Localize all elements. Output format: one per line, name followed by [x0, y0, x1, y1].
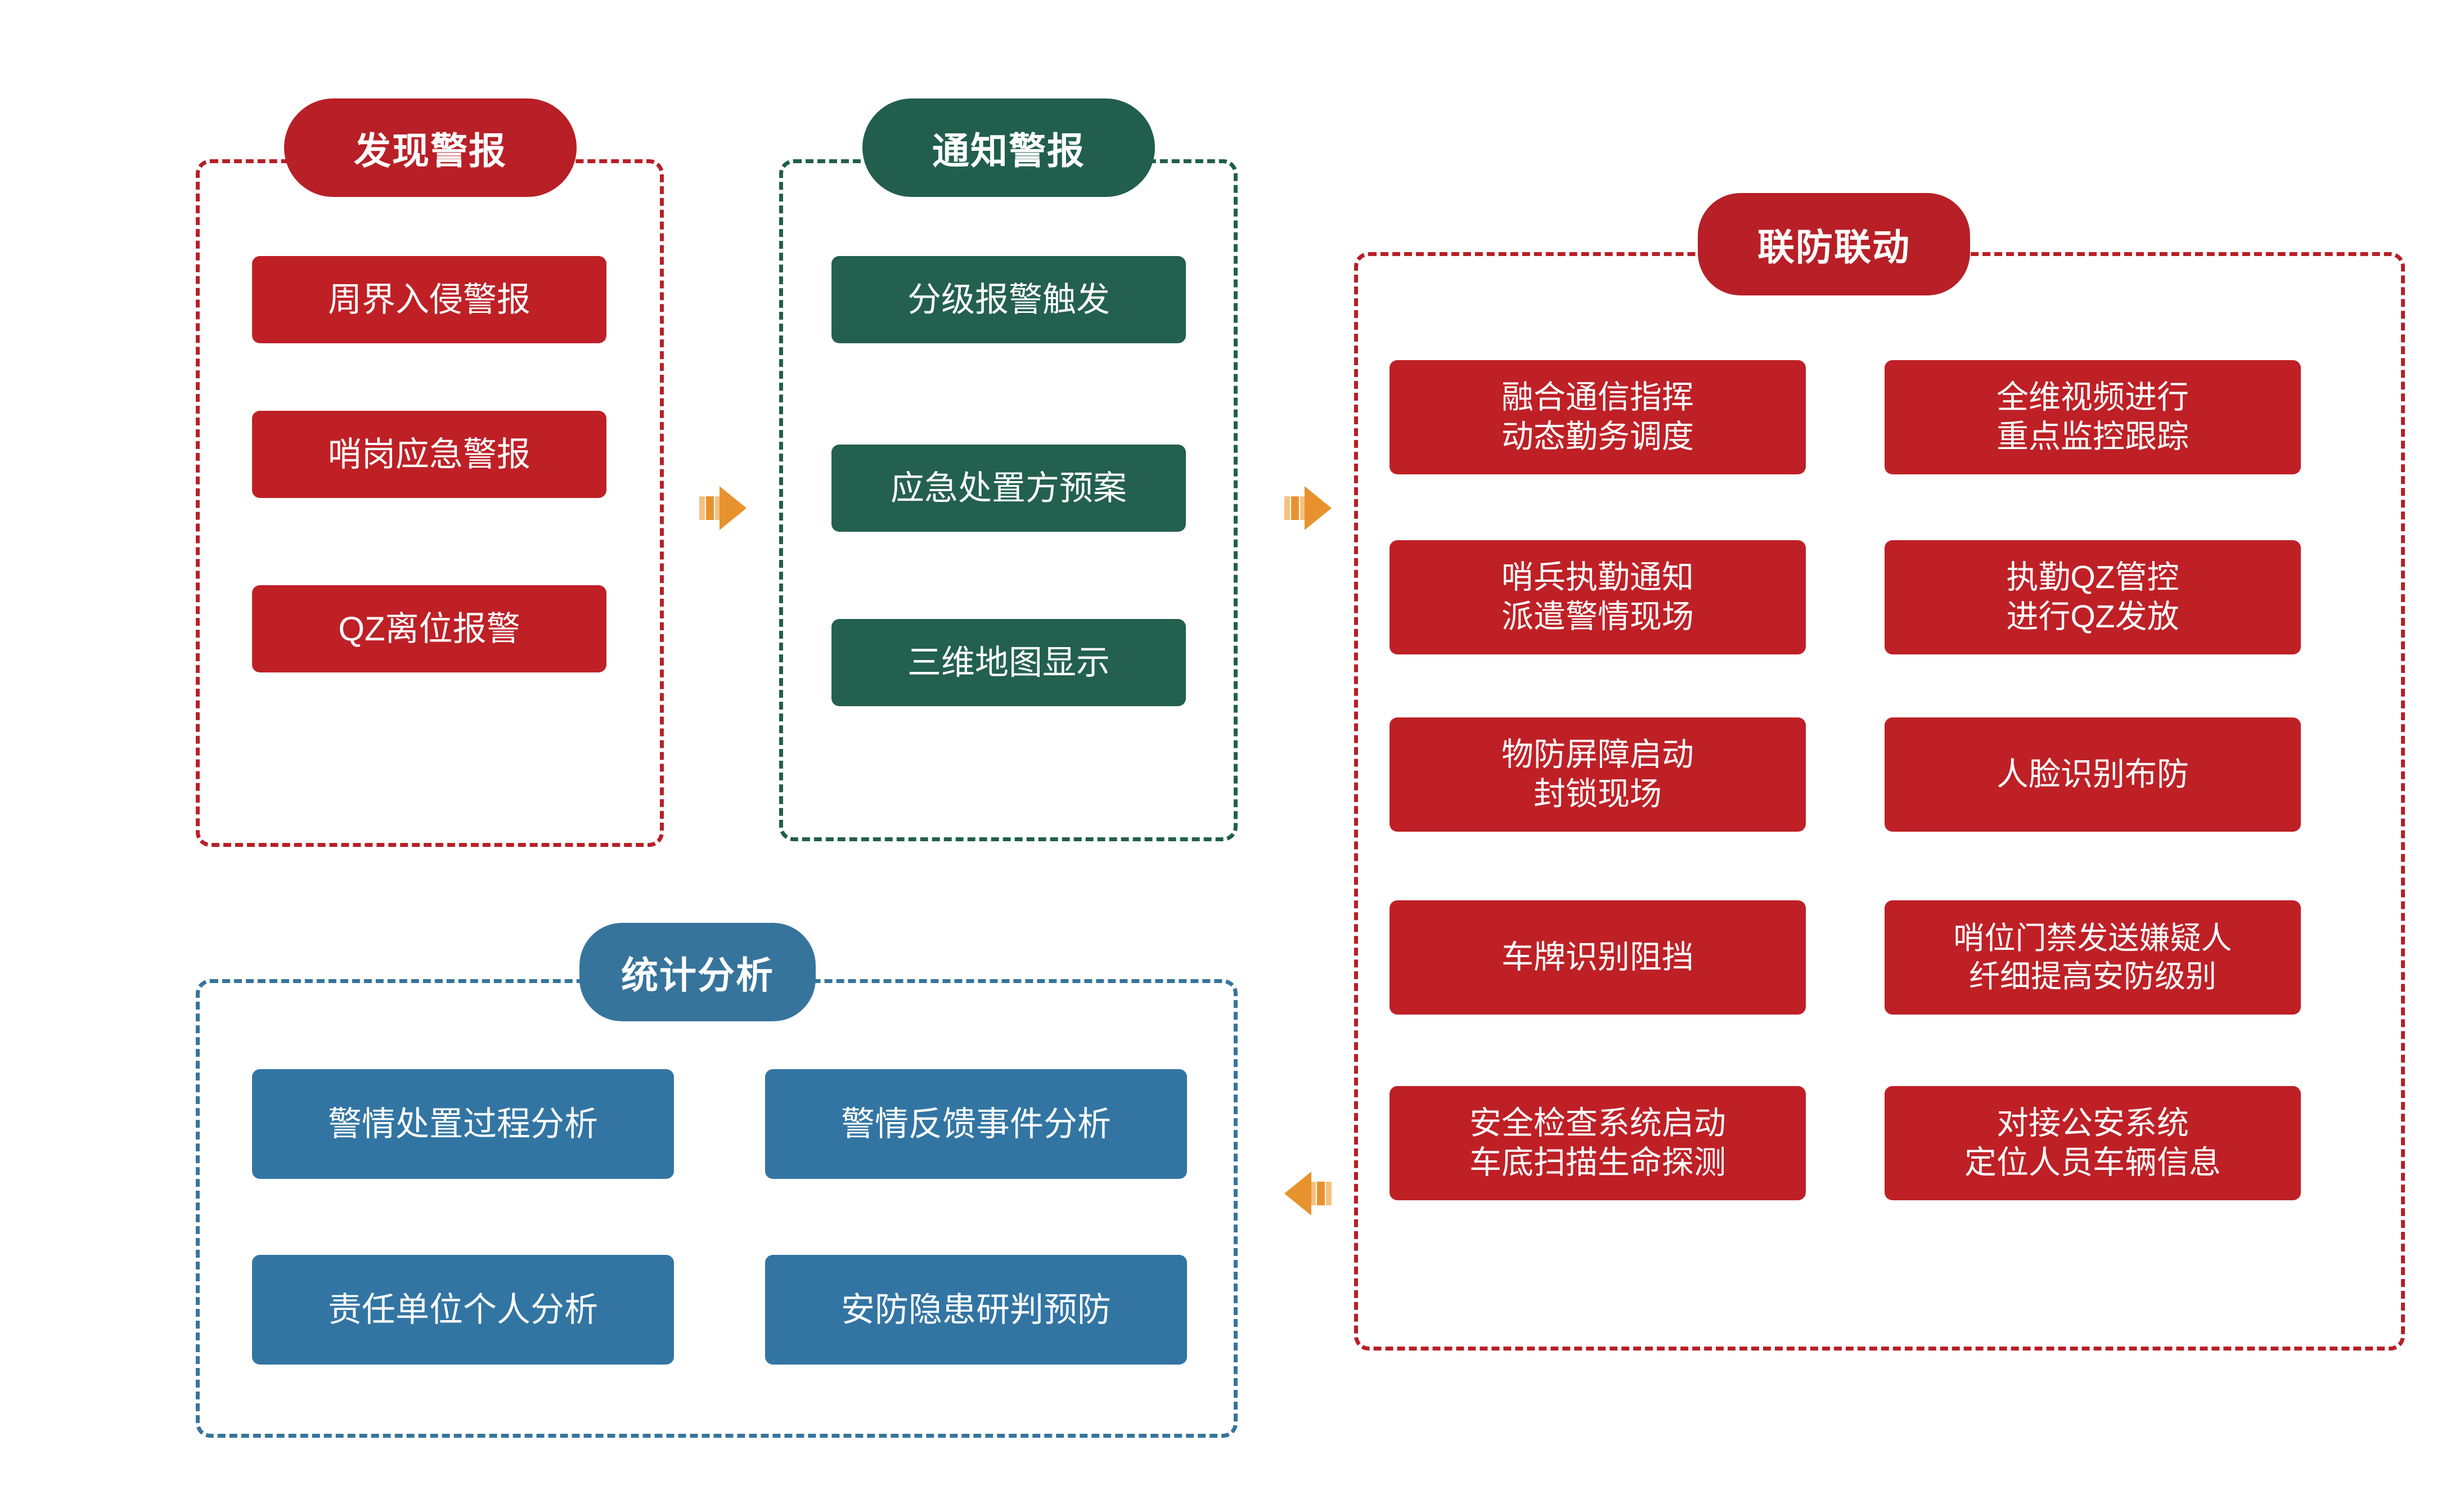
panel-title-discover-alarm-label: 发现警报 [354, 129, 507, 172]
item-label: QZ离位报警 [338, 609, 520, 648]
item-label-line1: 执勤QZ管控 [2006, 559, 2179, 595]
item-label-line1: 物防屏障启动 [1501, 736, 1694, 773]
item-label: 应急处置方预案 [891, 469, 1127, 507]
item-face-recognition-deployment[interactable]: 人脸识别布防 [1885, 717, 2301, 832]
item-label-line1: 全维视频进行 [1997, 379, 2189, 415]
item-responsible-unit-person-analysis[interactable]: 责任单位个人分析 [252, 1255, 674, 1365]
item-label-line2: 封锁现场 [1534, 775, 1662, 812]
item-security-check-startup[interactable]: 安全检查系统启动 车底扫描生命探测 [1390, 1086, 1806, 1200]
item-fused-comms-command[interactable]: 融合通信指挥 动态勤务调度 [1390, 360, 1806, 474]
panel-title-notify-alarm-label: 通知警报 [932, 129, 1085, 172]
item-duty-qz-control[interactable]: 执勤QZ管控 进行QZ发放 [1885, 540, 2301, 654]
arrow-joint-to-stats-icon [1284, 1170, 1332, 1217]
item-label-line1: 哨兵执勤通知 [1501, 559, 1694, 595]
item-label-line1: 对接公安系统 [1997, 1105, 2189, 1141]
item-label-line2: 纤细提高安防级别 [1968, 958, 2216, 994]
arrow-notify-to-joint-icon [1284, 485, 1332, 531]
item-perimeter-intrusion-alarm[interactable]: 周界入侵警报 [252, 256, 606, 343]
item-physical-barrier-lockdown[interactable]: 物防屏障启动 封锁现场 [1390, 717, 1806, 832]
item-alarm-handling-process-analysis[interactable]: 警情处置过程分析 [252, 1069, 674, 1179]
item-3d-map-display[interactable]: 三维地图显示 [831, 619, 1186, 706]
item-post-access-suspect-push[interactable]: 哨位门禁发送嫌疑人 纤细提高安防级别 [1885, 900, 2301, 1015]
item-label: 安防隐患研判预防 [841, 1290, 1111, 1329]
item-label-line1: 人脸识别布防 [1997, 756, 2189, 792]
item-label: 三维地图显示 [907, 643, 1110, 681]
arrow-discover-to-notify-icon [699, 485, 747, 531]
item-full-dimension-video[interactable]: 全维视频进行 重点监控跟踪 [1885, 360, 2301, 474]
item-emergency-response-plan[interactable]: 应急处置方预案 [831, 445, 1186, 532]
item-label-line2: 定位人员车辆信息 [1964, 1144, 2221, 1181]
item-sentry-duty-notice[interactable]: 哨兵执勤通知 派遣警情现场 [1390, 540, 1806, 654]
item-security-risk-prevention[interactable]: 安防隐患研判预防 [765, 1255, 1187, 1365]
panel-title-joint-defense-label: 联防联动 [1757, 226, 1910, 268]
item-label-line1: 哨位门禁发送嫌疑人 [1953, 921, 2232, 956]
item-label-line2: 重点监控跟踪 [1997, 418, 2189, 455]
panel-title-statistical-analysis-label: 统计分析 [621, 954, 774, 996]
item-label-line1: 融合通信指挥 [1501, 379, 1694, 415]
item-label-line2: 派遣警情现场 [1501, 598, 1694, 635]
item-graded-alarm-trigger[interactable]: 分级报警触发 [831, 256, 1186, 343]
item-label: 周界入侵警报 [328, 280, 530, 318]
item-label-line2: 动态勤务调度 [1501, 418, 1694, 455]
panel-title-statistical-analysis: 统计分析 [579, 923, 816, 1021]
panel-statistical-analysis [196, 979, 1238, 1438]
panel-title-notify-alarm: 通知警报 [862, 98, 1155, 197]
item-qz-offpost-alarm[interactable]: QZ离位报警 [252, 585, 606, 672]
item-label: 分级报警触发 [907, 280, 1110, 318]
item-plate-recognition-block[interactable]: 车牌识别阻挡 [1390, 900, 1806, 1015]
item-label: 责任单位个人分析 [328, 1290, 598, 1329]
item-label-line1: 车牌识别阻挡 [1501, 939, 1694, 975]
item-police-system-integration[interactable]: 对接公安系统 定位人员车辆信息 [1885, 1086, 2301, 1200]
item-label-line2: 车底扫描生命探测 [1469, 1144, 1726, 1181]
panel-title-joint-defense: 联防联动 [1698, 193, 1970, 295]
item-label-line1: 安全检查系统启动 [1469, 1105, 1726, 1141]
item-label: 警情反馈事件分析 [841, 1105, 1111, 1143]
item-label: 警情处置过程分析 [328, 1105, 598, 1143]
item-label: 哨岗应急警报 [328, 435, 530, 473]
item-alarm-feedback-event-analysis[interactable]: 警情反馈事件分析 [765, 1069, 1187, 1179]
item-label-line2: 进行QZ发放 [2006, 598, 2179, 635]
item-sentry-emergency-alarm[interactable]: 哨岗应急警报 [252, 411, 606, 498]
panel-title-discover-alarm: 发现警报 [284, 98, 577, 197]
